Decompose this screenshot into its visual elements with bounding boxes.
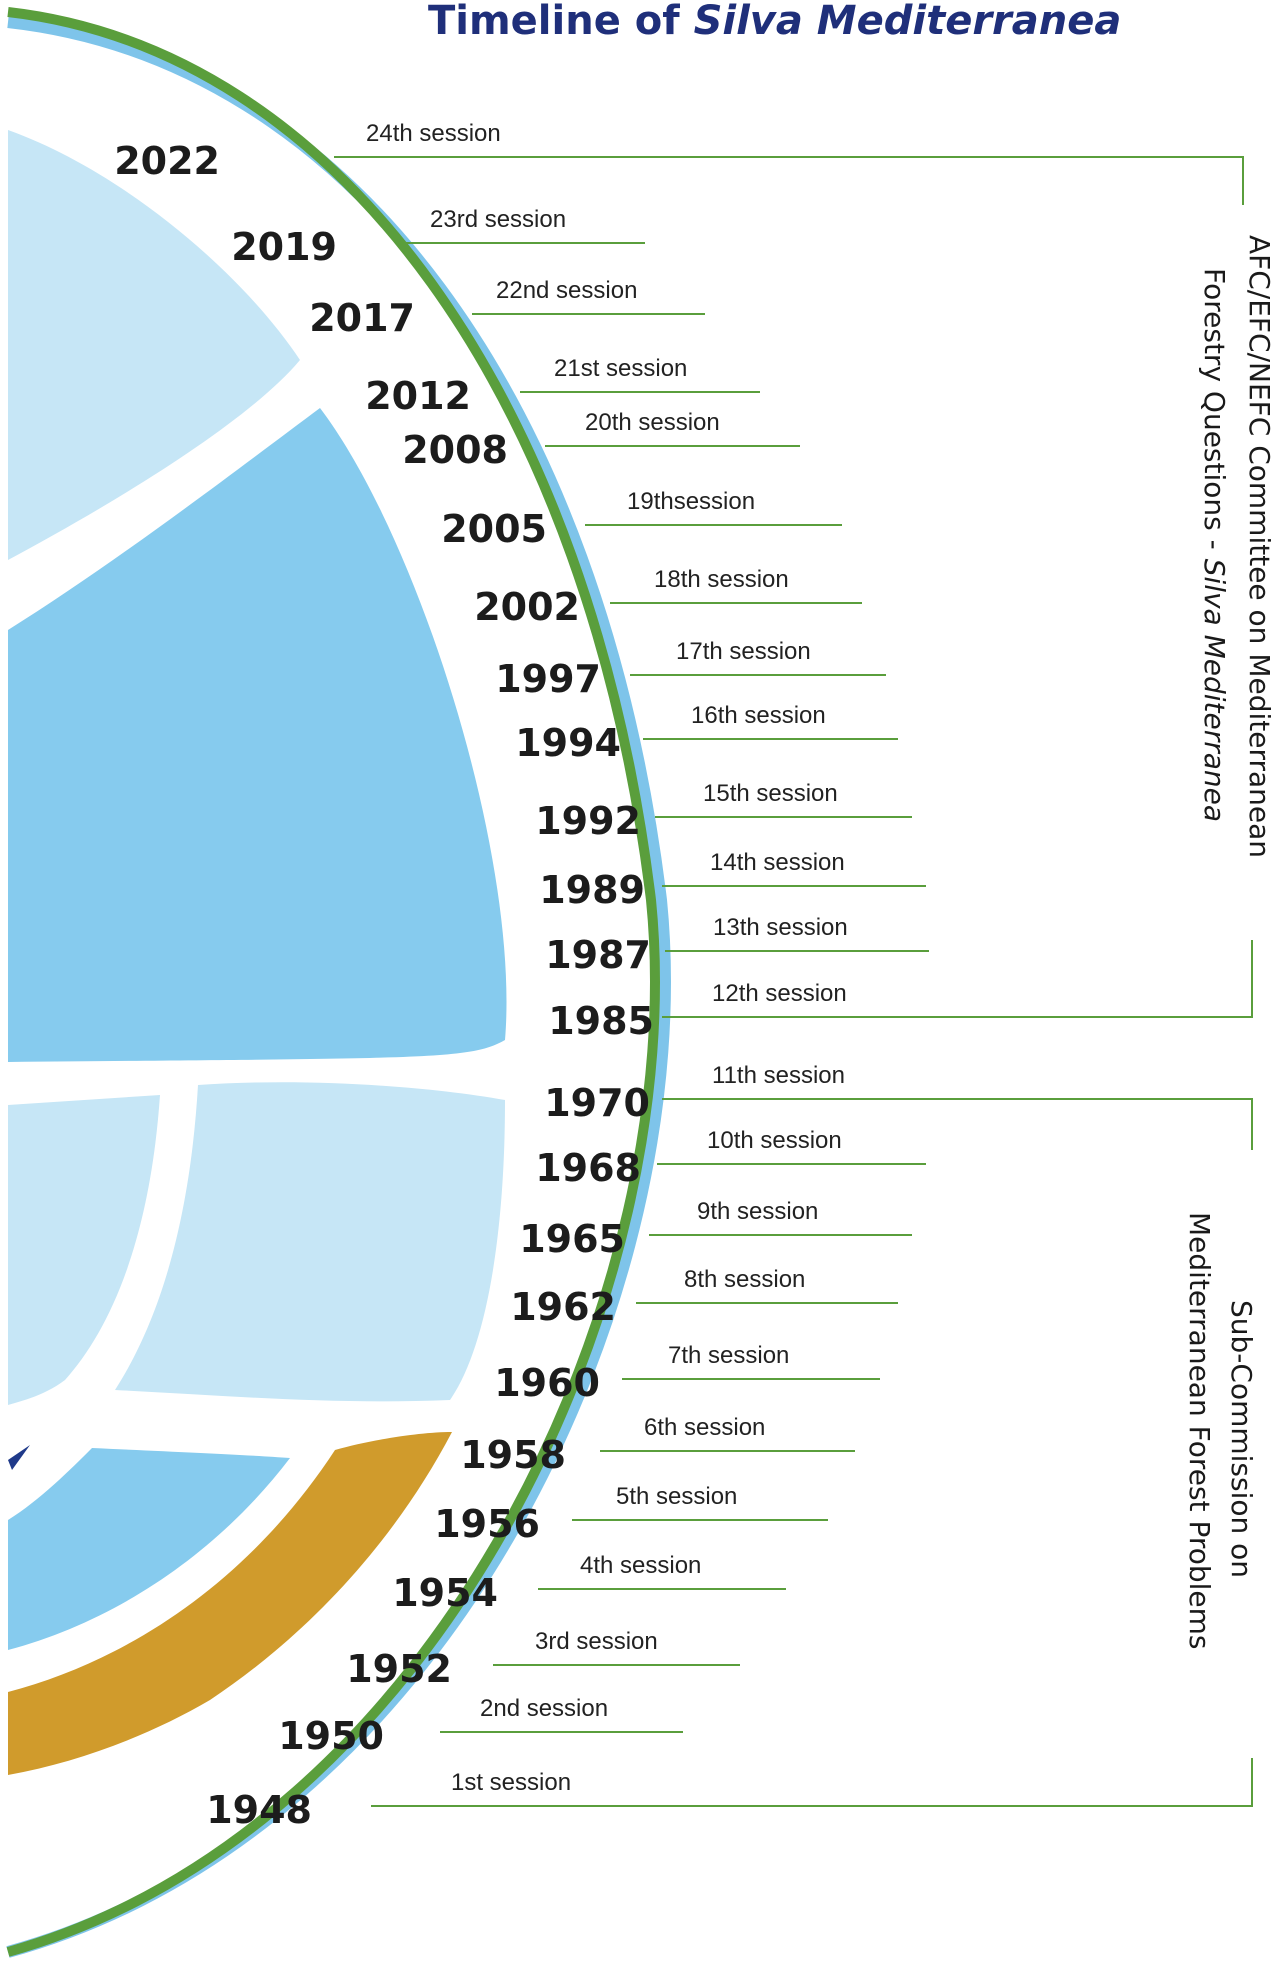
session-row: 22nd session 2017 [309,277,705,340]
session-label: 15th session [703,780,838,807]
session-row: 6th session 1958 [460,1414,855,1477]
session-year: 1992 [535,799,641,843]
session-label: 2nd session [480,1695,608,1722]
group-label-committee-line2: Forestry Questions - Silva Mediterranea [1198,268,1231,822]
group-label-subcommission-line1: Sub-Commission on [1225,1300,1258,1578]
session-label: 1st session [451,1769,571,1796]
session-label: 11th session [712,1062,845,1089]
bracket-subcommission [371,1098,1253,1807]
group-label-committee-italic: Silva Mediterranea [1198,559,1231,822]
title-prefix: Timeline of [428,0,694,44]
session-label: 4th session [580,1552,701,1579]
session-row: 18th session 2002 [474,566,862,629]
session-year: 1965 [519,1217,625,1261]
session-row: 17th session 1997 [495,638,886,701]
navy-accent-shape [8,1445,30,1470]
sessions-layer: 24th session 2022 23rd session 2019 22nd ses… [114,120,1252,1832]
session-row: 9th session 1965 [519,1198,912,1261]
session-year: 1954 [392,1571,498,1615]
session-year: 1958 [460,1433,566,1477]
light-blue-shape-center [115,1082,505,1402]
bracket-committee [334,156,1253,1018]
session-row: 7th session 1960 [494,1342,880,1405]
session-label: 13th session [713,914,848,941]
session-row: 20th session 2008 [402,409,800,472]
figure-title: Timeline of Silva Mediterranea [428,0,1121,44]
session-label: 3rd session [535,1628,658,1655]
light-blue-shape-left [8,1095,160,1405]
session-label: 21st session [554,355,687,382]
light-blue-shape-top [8,130,300,560]
session-row: 10th session 1968 [535,1127,926,1190]
session-label: 20th session [585,409,720,436]
session-row: 15th session 1992 [535,780,912,843]
session-year: 1985 [548,999,654,1043]
session-year: 1997 [495,657,601,701]
session-row: 23rd session 2019 [231,206,645,269]
arc-green [6,7,660,1957]
mid-blue-shape-bottom [8,1448,290,1650]
session-row: 2nd session 1950 [278,1695,683,1758]
session-year: 1952 [346,1647,452,1691]
session-year: 1994 [515,721,621,765]
session-year: 2012 [365,374,471,418]
gold-shape [8,1432,452,1775]
session-year: 1956 [434,1502,540,1546]
session-label: 5th session [616,1483,737,1510]
session-year: 2005 [441,507,547,551]
session-year: 1989 [539,868,645,912]
session-label: 10th session [707,1127,842,1154]
session-row: 3rd session 1952 [346,1628,740,1691]
group-label-committee-plain: Forestry Questions - [1198,268,1231,559]
session-label: 8th session [684,1266,805,1293]
session-row: 8th session 1962 [510,1266,898,1329]
session-year: 2022 [114,139,220,183]
group-label-subcommission-line2: Mediterranean Forest Problems [1183,1212,1216,1650]
session-year: 1970 [544,1081,650,1125]
session-label: 19thsession [627,488,755,515]
session-label: 7th session [668,1342,789,1369]
session-row: 16th session 1994 [515,702,898,765]
session-label: 18th session [654,566,789,593]
session-row: 4th session 1954 [392,1552,786,1615]
session-row: 5th session 1956 [434,1483,828,1546]
session-year: 1962 [510,1285,616,1329]
session-label: 14th session [710,849,845,876]
title-emphasis: Silva Mediterranea [694,0,1122,44]
session-row: 14th session 1989 [539,849,926,912]
session-label: 9th session [697,1198,818,1225]
session-year: 1960 [494,1361,600,1405]
group-label-committee-line1: AFC/EFC/NEFC Committee on Mediterranean [1243,235,1276,858]
session-label: 24th session [366,120,501,147]
background-shapes [8,130,507,1775]
session-year: 2008 [402,428,508,472]
session-row: 19thsession 2005 [441,488,842,551]
mid-blue-shape-large [8,408,507,1062]
session-label: 16th session [691,702,826,729]
session-year: 1948 [206,1788,312,1832]
session-year: 1950 [278,1714,384,1758]
session-label: 12th session [712,980,847,1007]
session-row: 13th session 1987 [545,914,929,977]
timeline-arc [6,7,671,1958]
session-year: 2002 [474,585,580,629]
session-label: 22nd session [496,277,637,304]
session-year: 2017 [309,296,415,340]
session-year: 1987 [545,933,651,977]
session-label: 6th session [644,1414,765,1441]
session-year: 1968 [535,1146,641,1190]
session-row: 1st session 1948 [206,1769,610,1832]
session-row: 21st session 2012 [365,355,760,418]
session-year: 2019 [231,225,337,269]
group-brackets [334,156,1253,1807]
session-label: 17th session [676,638,811,665]
session-label: 23rd session [430,206,566,233]
